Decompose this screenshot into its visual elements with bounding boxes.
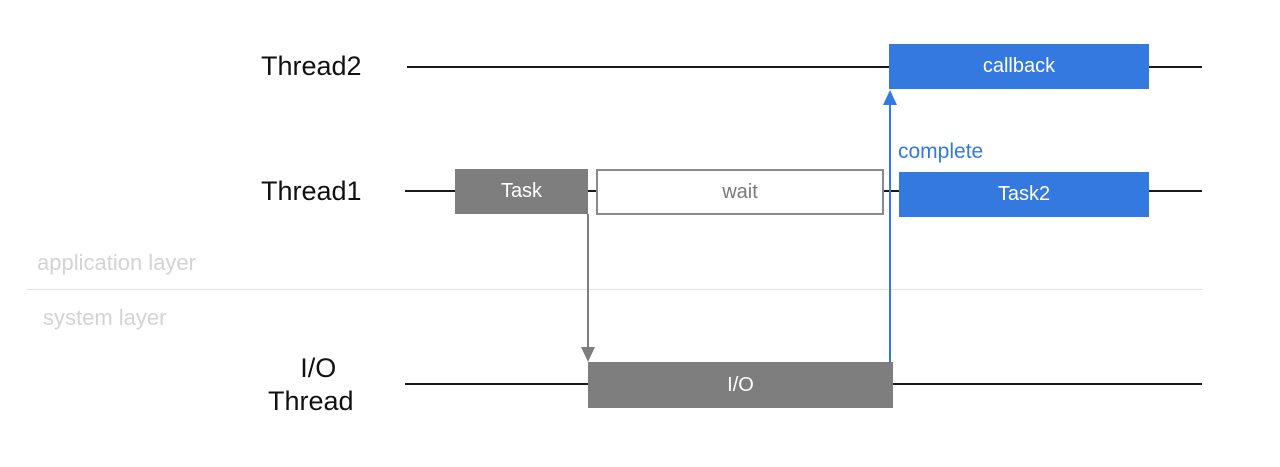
io-block: I/O — [588, 362, 893, 408]
layer-divider — [27, 289, 1202, 290]
task-block: Task — [455, 169, 588, 214]
wait-block: wait — [596, 169, 884, 215]
thread2-label: Thread2 — [261, 51, 362, 81]
io-request-arrow — [581, 214, 595, 362]
io-thread-label: I/O Thread — [268, 352, 354, 418]
complete-arrow — [883, 90, 897, 362]
task2-block: Task2 — [899, 172, 1149, 217]
thread1-label: Thread1 — [261, 176, 362, 206]
complete-annotation: complete — [898, 140, 984, 163]
io-thread-label-line2: Thread — [268, 386, 354, 416]
callback-block: callback — [889, 44, 1149, 89]
system-layer-label: system layer — [43, 305, 167, 330]
thread2-lane — [407, 66, 1202, 68]
application-layer-label: application layer — [37, 250, 196, 275]
io-thread-label-line1: I/O — [300, 353, 337, 383]
